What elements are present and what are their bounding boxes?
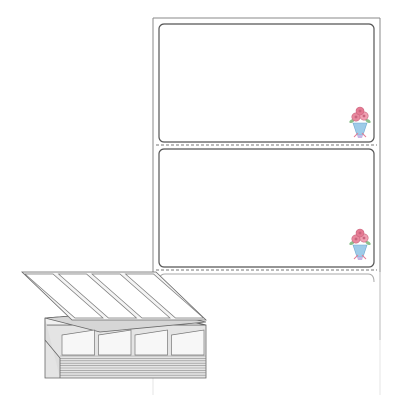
label-2 [158, 148, 375, 268]
stack-top-label [91, 273, 171, 319]
stack-front-label [61, 329, 95, 356]
stack-top-label [57, 273, 138, 319]
stack-front-label [98, 329, 132, 356]
stack-front-label [171, 329, 205, 356]
label-3-partial [158, 273, 375, 283]
label-1 [158, 23, 375, 143]
stack-top-label [124, 273, 205, 319]
stack-top-label [24, 273, 104, 319]
stack-front-label [134, 329, 168, 356]
fanfold-stack [21, 271, 207, 379]
